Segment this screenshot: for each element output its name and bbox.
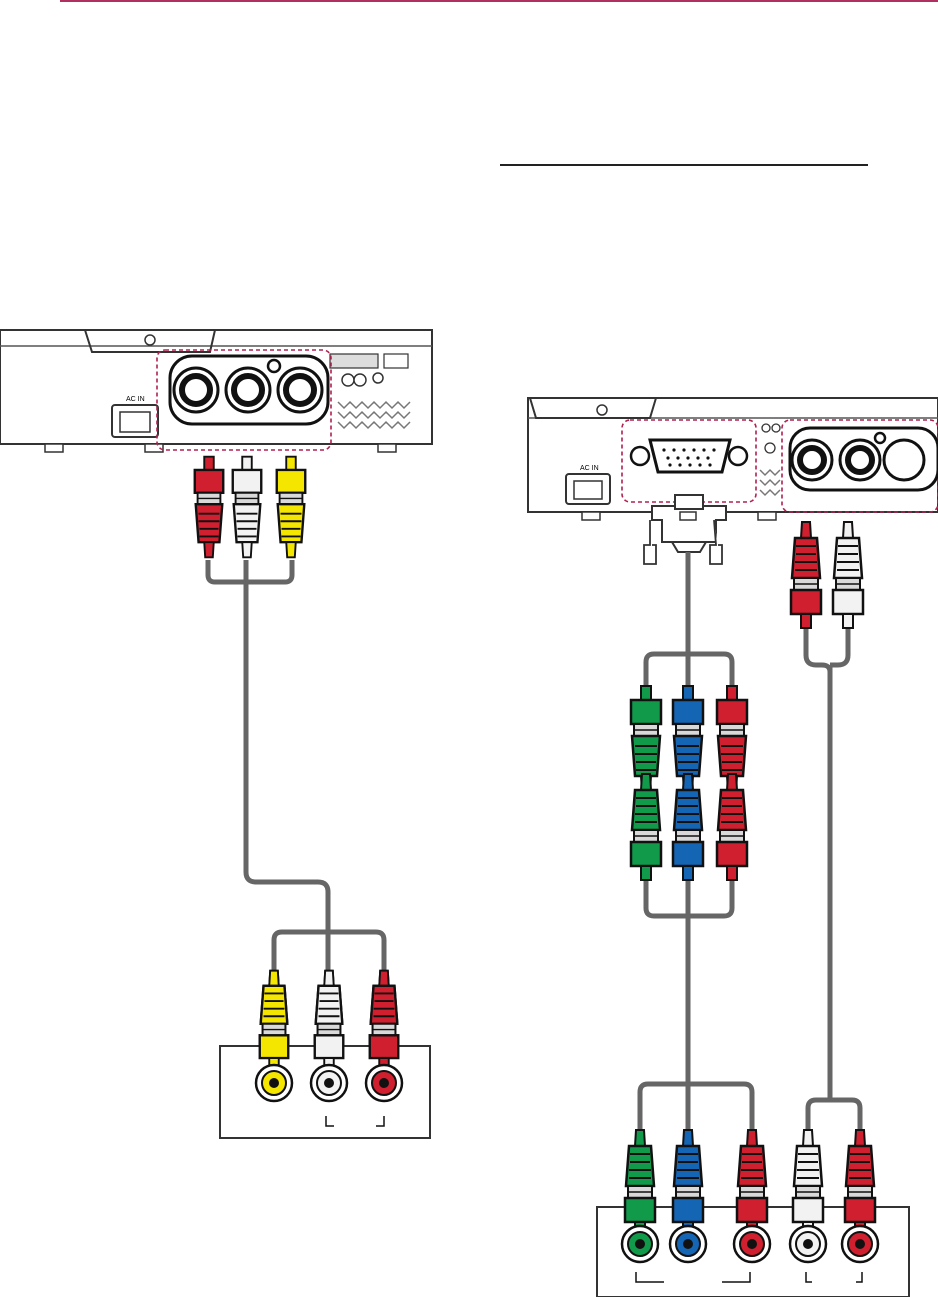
rca-red-plug bbox=[845, 1130, 875, 1236]
rca-green-plug bbox=[631, 774, 661, 880]
pr-jack bbox=[734, 1226, 770, 1262]
vga-plug bbox=[644, 495, 726, 564]
component-device-panel bbox=[597, 1130, 909, 1297]
audio-right-jack bbox=[366, 1065, 402, 1101]
rca-green-plug bbox=[625, 1130, 655, 1236]
rca-white-plug bbox=[233, 457, 262, 558]
pb-jack bbox=[670, 1226, 706, 1262]
audio-left-jack bbox=[311, 1065, 347, 1101]
audio-right-jack bbox=[842, 1226, 878, 1262]
audio-cable-right bbox=[806, 620, 860, 1136]
rca-yellow-plug bbox=[277, 457, 306, 558]
audio-left-jack bbox=[790, 1226, 826, 1262]
av-cable-left bbox=[208, 560, 384, 970]
projector-right: AC IN bbox=[528, 398, 938, 520]
rca-blue-plug bbox=[673, 1130, 703, 1236]
y-jack bbox=[622, 1226, 658, 1262]
projector-left: AC IN bbox=[0, 330, 432, 452]
video-jack bbox=[256, 1065, 292, 1101]
av-device-panel bbox=[220, 971, 430, 1138]
ac-in-label: AC IN bbox=[126, 396, 145, 403]
rca-white-plug bbox=[833, 522, 863, 628]
rca-red-plug bbox=[791, 522, 821, 628]
rca-red-plug bbox=[737, 1130, 767, 1236]
rca-red-plug bbox=[717, 774, 747, 880]
ac-in-label: AC IN bbox=[580, 465, 599, 472]
rca-blue-plug bbox=[673, 774, 703, 880]
rca-red-plug bbox=[195, 457, 224, 558]
rca-white-plug bbox=[793, 1130, 823, 1236]
